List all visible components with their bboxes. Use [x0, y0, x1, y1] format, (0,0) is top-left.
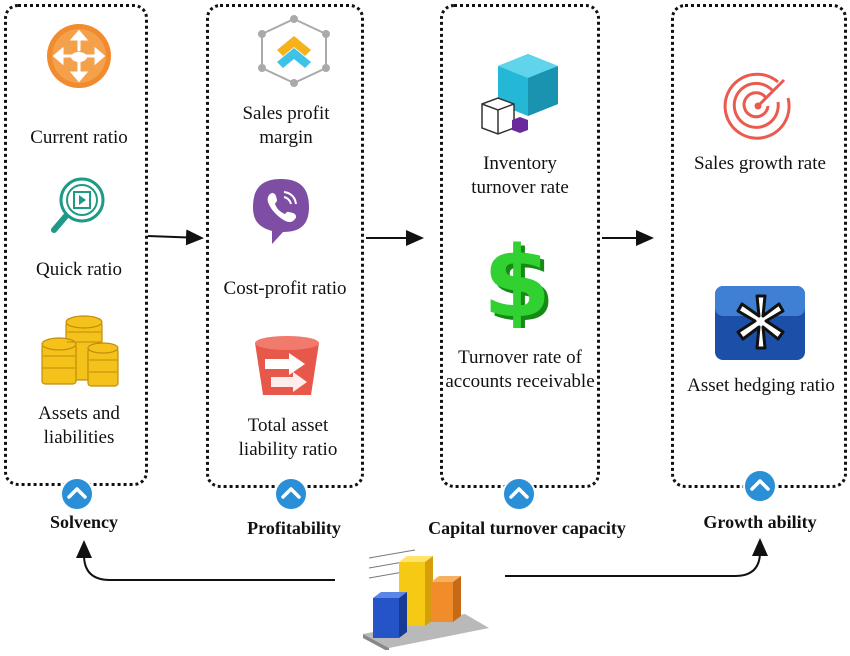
- network-router-icon: [47, 24, 111, 88]
- chevron-up-icon[interactable]: [502, 477, 536, 511]
- arrow-chart-to-solvency: [76, 540, 335, 581]
- chevron-up-icon[interactable]: [60, 477, 94, 511]
- item-sales-growth-rate: Sales growth rate: [694, 153, 826, 174]
- category-capital-turnover-capacity: Capital turnover capacity: [428, 518, 626, 538]
- bar-chart-icon: [363, 549, 489, 650]
- gold-coins-icon: [41, 315, 119, 387]
- viber-phone-icon: [253, 179, 309, 244]
- svg-text:$: $: [483, 236, 551, 328]
- arrow-chart-to-growth: [505, 538, 768, 577]
- item-quick-ratio: Quick ratio: [35, 259, 122, 280]
- item-current-ratio: Current ratio: [30, 127, 128, 148]
- hexagon-network-icon: [258, 15, 330, 87]
- category-profitability: Profitability: [247, 518, 341, 538]
- dollar-sign-icon: $ $: [483, 236, 555, 328]
- asterisk-app-icon: [715, 286, 805, 360]
- category-solvency: Solvency: [49, 512, 118, 532]
- search-video-icon: [51, 177, 105, 233]
- svg-text:$: $: [487, 236, 555, 328]
- item-inventory-turnover-rate: Inventory turnover rate: [471, 153, 569, 198]
- item-turnover-rate-accounts-receivable: Turnover rate of accounts receivable: [445, 347, 595, 392]
- database-arrows-icon: [255, 336, 319, 395]
- item-total-asset-liability-ratio: Total asset liability ratio: [238, 415, 338, 460]
- item-asset-hedging-ratio: Asset hedging ratio: [687, 375, 835, 396]
- item-assets-and-liabilities: Assets and liabilities: [38, 403, 120, 448]
- radar-icon: [723, 72, 791, 140]
- item-sales-profit-margin: Sales profit margin: [242, 103, 330, 148]
- chevron-up-icon[interactable]: [743, 469, 777, 503]
- category-growth-ability: Growth ability: [703, 512, 817, 532]
- arrow-solvency-to-profitability: [147, 229, 204, 246]
- cubes-icon: [481, 54, 558, 135]
- chevron-up-icon[interactable]: [274, 477, 308, 511]
- item-cost-profit-ratio: Cost-profit ratio: [223, 278, 347, 299]
